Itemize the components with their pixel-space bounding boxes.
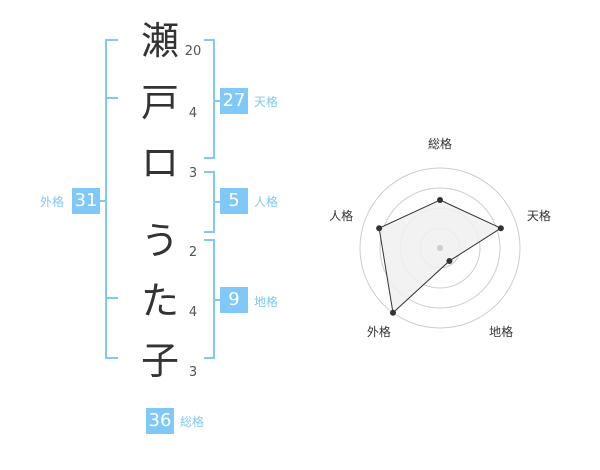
radar-ring: [359, 167, 521, 329]
stroke-count: 3: [188, 166, 198, 181]
radar-point: [437, 197, 443, 203]
radar-polygon: [378, 199, 502, 314]
radar-point: [497, 225, 504, 232]
name-char: 戸: [140, 81, 179, 125]
name-char: 子: [140, 339, 179, 383]
chikaku-label: 地格: [254, 295, 279, 309]
stroke-count: 3: [188, 365, 198, 380]
stroke-count: 20: [184, 44, 202, 59]
name-char: ロ: [140, 141, 179, 185]
radar-axis-label: 外格: [367, 324, 391, 339]
radar-axis-label: 総格: [428, 136, 452, 151]
soukaku-value: 36: [146, 408, 174, 434]
radar-ring: [379, 187, 501, 309]
gaikaku-value: 31: [72, 188, 100, 214]
radar-axis-label: 天格: [527, 208, 551, 223]
radar-point: [446, 257, 453, 264]
name-char: た: [140, 279, 179, 323]
name-char: 瀬: [140, 19, 179, 63]
gaikaku-bracket: [105, 39, 118, 359]
stroke-count: 4: [188, 106, 198, 121]
chikaku-bracket: [204, 239, 215, 359]
radar-center: [437, 245, 443, 251]
soukaku-label: 総格: [180, 415, 205, 429]
chikaku-value: 9: [220, 287, 248, 313]
jinkaku-label: 人格: [254, 195, 279, 209]
tenkaku-bracket: [204, 39, 215, 159]
radar-axis-label: 地格: [489, 324, 513, 339]
tenkaku-label: 天格: [254, 95, 279, 109]
jinkaku-value: 5: [220, 188, 248, 214]
stroke-count: 2: [188, 245, 198, 260]
gaikaku-label: 外格: [40, 195, 65, 209]
radar-axis-label: 人格: [330, 208, 353, 223]
radar-point: [376, 225, 383, 232]
stroke-count: 4: [188, 305, 198, 320]
name-char: う: [140, 219, 179, 263]
radar-point: [389, 309, 396, 316]
jinkaku-bracket: [204, 171, 215, 233]
tenkaku-value: 27: [220, 88, 248, 114]
